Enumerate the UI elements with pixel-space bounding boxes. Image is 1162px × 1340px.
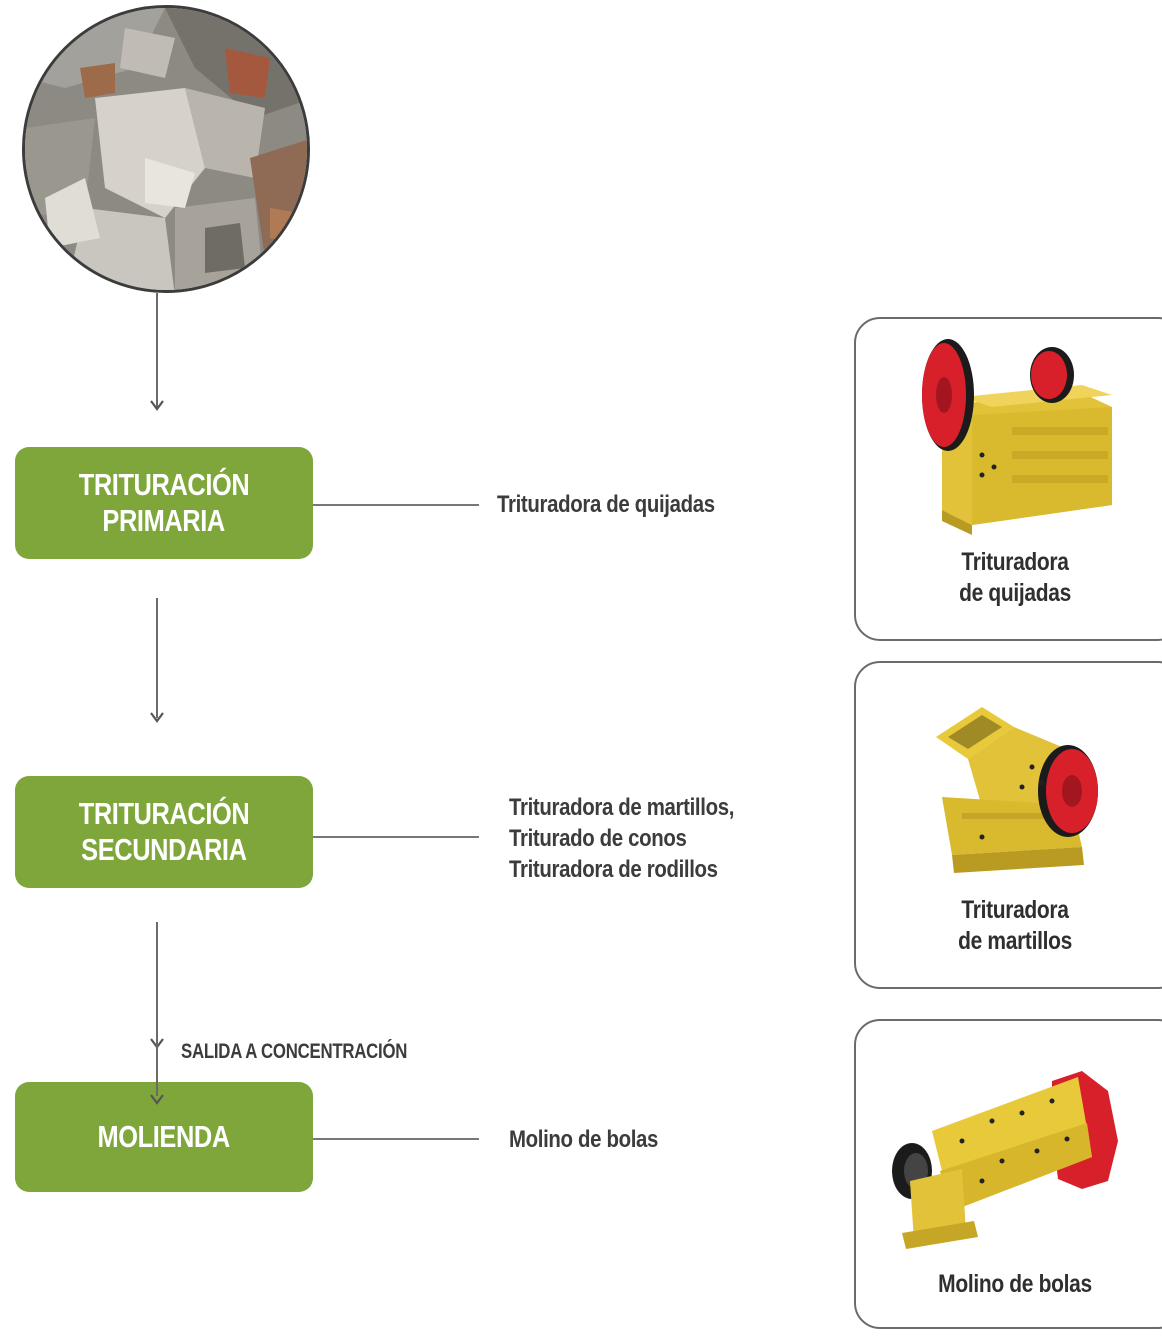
exit-label: SALIDA A CONCENTRACIÓN — [181, 1040, 408, 1063]
down-arrow-icon — [150, 400, 164, 411]
equipment-list-primary: Trituradora de quijadas — [497, 489, 753, 520]
ball-mill-image — [892, 1071, 1118, 1249]
equipment-list-milling: Molino de bolas — [509, 1124, 684, 1155]
stage-milling: MOLIENDA — [15, 1082, 313, 1192]
connector-line — [156, 293, 158, 408]
ore-rocks-photo — [22, 5, 310, 293]
card-caption: Trituradora de quijadas — [856, 547, 1162, 609]
card-caption-line2: de martillos — [958, 927, 1072, 955]
card-caption-line1: Trituradora — [961, 896, 1069, 924]
connector-line — [313, 1138, 479, 1140]
equipment-item: Trituradora de rodillos — [509, 856, 718, 883]
equipment-item: Molino de bolas — [509, 1126, 659, 1153]
card-caption-line1: Trituradora — [961, 548, 1069, 576]
connector-line — [156, 598, 158, 718]
card-ball-mill: Molino de bolas — [854, 1019, 1162, 1329]
down-arrow-icon — [150, 1094, 164, 1105]
stage-secondary-crushing: TRITURACIÓN SECUNDARIA — [15, 776, 313, 888]
stage-label-line2: PRIMARIA — [102, 503, 226, 538]
equipment-item: Trituradora de martillos, — [509, 794, 735, 821]
stage-label-line1: TRITURACIÓN — [78, 467, 250, 502]
card-caption: Molino de bolas — [856, 1269, 1162, 1300]
card-hammer-crusher: Trituradora de martillos — [854, 661, 1162, 989]
stage-label-line2: SECUNDARIA — [81, 832, 247, 867]
card-caption-line1: Molino de bolas — [938, 1270, 1092, 1298]
equipment-list-secondary: Trituradora de martillos, Triturado de c… — [509, 792, 774, 885]
card-caption-line2: de quijadas — [959, 579, 1071, 607]
stage-label-line1: MOLIENDA — [97, 1119, 231, 1154]
jaw-crusher-image — [922, 339, 1112, 535]
card-jaw-crusher: Trituradora de quijadas — [854, 317, 1162, 641]
connector-line — [156, 1032, 158, 1096]
connector-line — [156, 922, 158, 1047]
equipment-item: Trituradora de quijadas — [497, 491, 715, 518]
equipment-item: Triturado de conos — [509, 825, 687, 852]
card-caption: Trituradora de martillos — [856, 895, 1162, 957]
connector-line — [313, 504, 479, 506]
connector-line — [313, 836, 479, 838]
down-arrow-icon — [150, 712, 164, 723]
hammer-crusher-image — [936, 707, 1098, 873]
stage-primary-crushing: TRITURACIÓN PRIMARIA — [15, 447, 313, 559]
stage-label-line1: TRITURACIÓN — [78, 796, 250, 831]
